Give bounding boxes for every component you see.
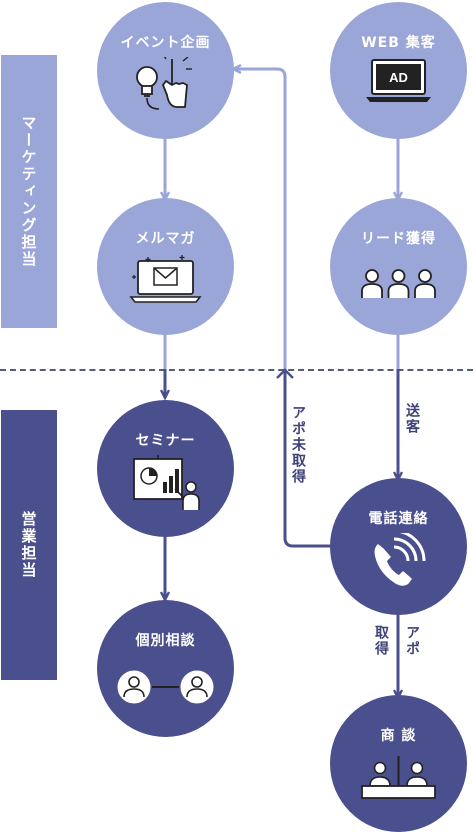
phone-ringing-icon [374, 533, 426, 586]
negotiation-table-icon [361, 756, 436, 799]
sales-band: 営業担当 [1, 410, 57, 680]
return-arrowhead-divider [276, 368, 294, 379]
event-planning-node: イベント企画 [97, 2, 234, 139]
individual-consultation-node: 個別相談 [97, 600, 234, 737]
lead-acquisition-title: リード獲得 [361, 231, 436, 247]
two-people-meeting-icon [117, 670, 214, 704]
no-appointment-label: アポ未取得 [290, 405, 306, 485]
idea-hand-icon [136, 57, 192, 110]
laptop-mail-icon [129, 255, 202, 303]
business-meeting-title: 商 談 [380, 728, 417, 744]
seminar-title: セミナー [135, 433, 196, 449]
laptop-ad-icon: AD [366, 59, 431, 102]
presentation-icon [133, 455, 200, 510]
seminar-node: セミナー [97, 400, 234, 537]
ad-text: AD [389, 70, 408, 85]
appointment-label-1: アポ [404, 625, 420, 657]
phone-contact-title: 電話連絡 [368, 511, 429, 527]
event-planning-title: イベント企画 [120, 35, 211, 51]
marketing-band: マーケティング担当 [1, 55, 57, 328]
web-marketing-title: WEB 集客 [361, 35, 436, 51]
mail-magazine-node: メルマガ [97, 198, 234, 335]
appointment-label-2: 取得 [373, 625, 389, 657]
sales-band-label: 営業担当 [19, 511, 38, 579]
lead-acquisition-node: リード獲得 [330, 198, 467, 335]
phone-contact-node: 電話連絡 [330, 478, 467, 615]
web-marketing-node: WEB 集客 AD [330, 2, 467, 139]
return-path-upper [233, 69, 287, 369]
return-path-lower [283, 369, 331, 548]
section-divider [0, 369, 473, 371]
individual-consultation-title: 個別相談 [135, 633, 196, 649]
marketing-band-label: マーケティング担当 [19, 115, 38, 268]
send-label: 送客 [404, 403, 420, 435]
business-meeting-node: 商 談 [330, 695, 467, 832]
mail-magazine-title: メルマガ [135, 231, 196, 247]
people-group-icon [361, 269, 436, 298]
